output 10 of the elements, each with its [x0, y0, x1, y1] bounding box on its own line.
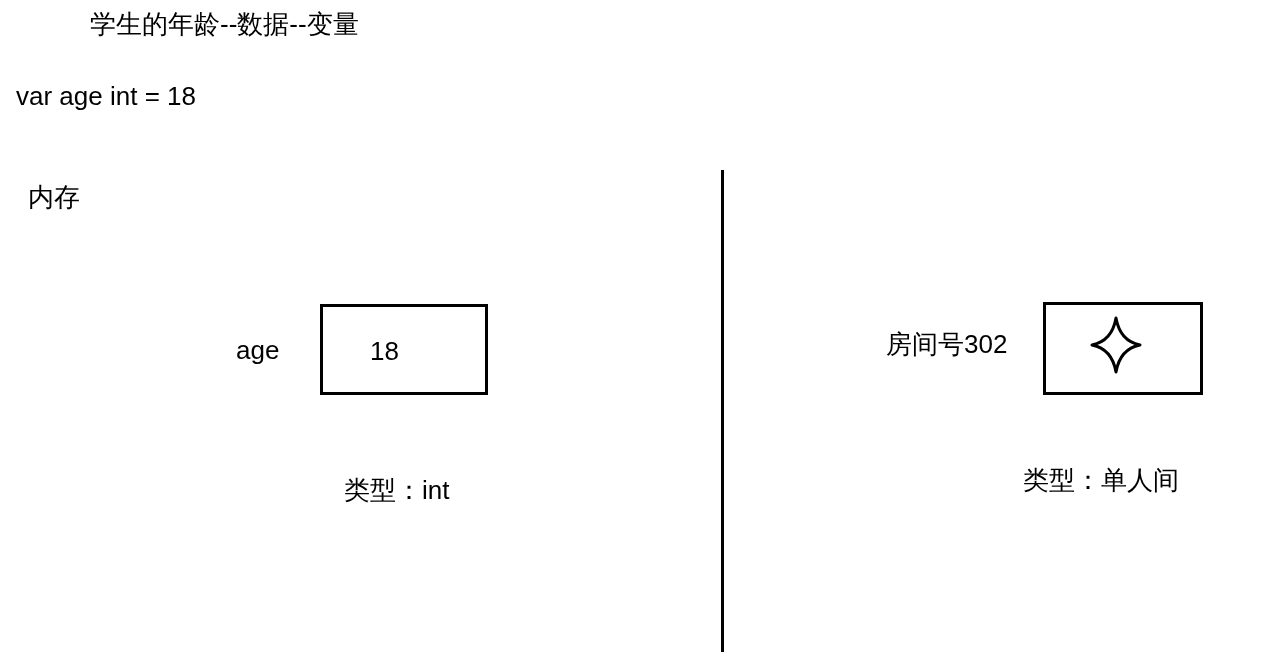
title: 学生的年龄--数据--变量: [90, 8, 359, 41]
section-label: 内存: [28, 181, 80, 214]
type-label: 类型：int: [344, 474, 450, 507]
value-box: [320, 304, 488, 395]
value-text: 18: [370, 338, 399, 364]
code-line: var age int = 18: [16, 80, 196, 113]
variable-name: age: [236, 334, 280, 367]
room-box: [1043, 302, 1203, 395]
type-label: 类型：单人间: [1023, 464, 1179, 497]
room-number: 房间号302: [886, 328, 1008, 361]
